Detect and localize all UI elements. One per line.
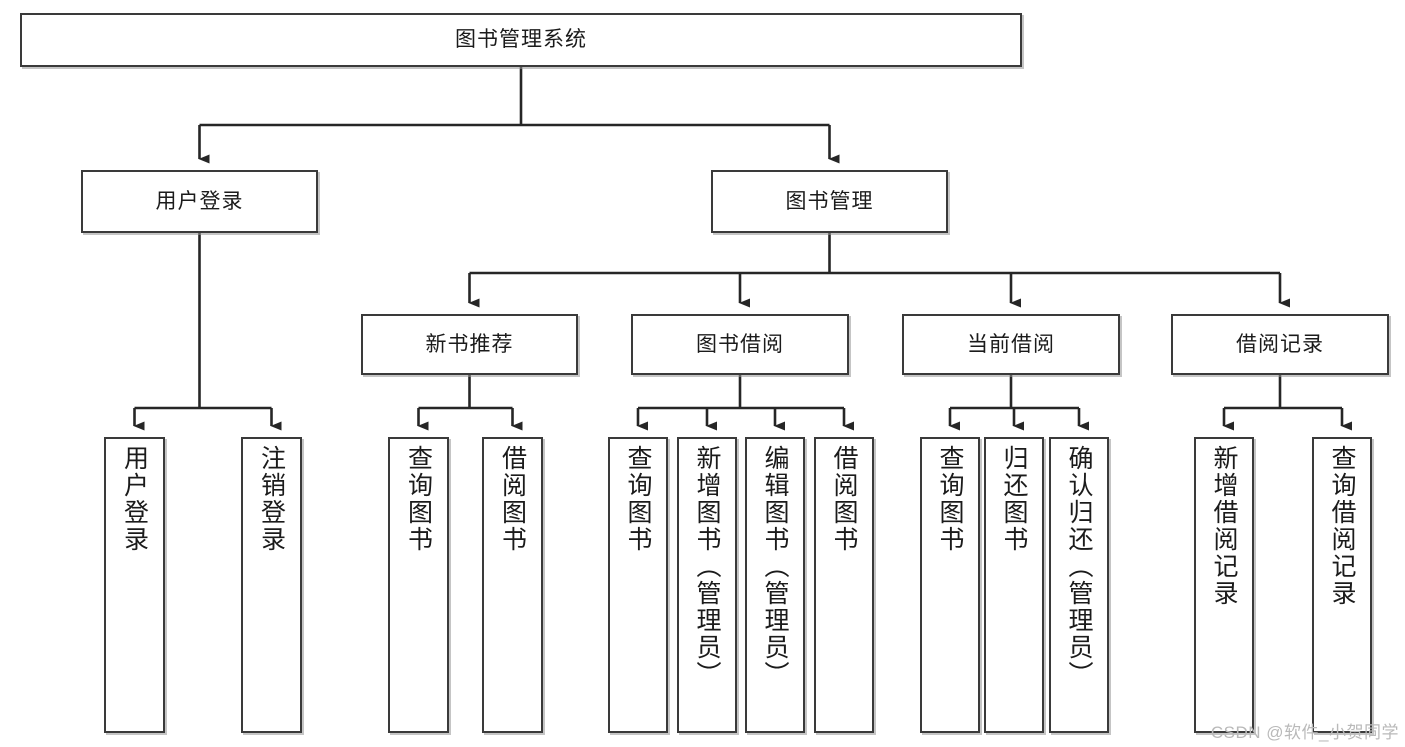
node-l3-newbook[interactable]: 新书推荐	[361, 314, 578, 375]
node-leaf-cur-confirm[interactable]: 确认归还（管理员）	[1049, 437, 1109, 733]
node-label: 用户登录	[120, 445, 149, 553]
node-label: 图书借阅	[696, 332, 784, 356]
node-leaf-cur-return[interactable]: 归还图书	[984, 437, 1044, 733]
node-label: 图书管理	[785, 189, 874, 213]
node-leaf-rec-query[interactable]: 查询借阅记录	[1312, 437, 1372, 733]
node-label: 确认归还（管理员）	[1065, 445, 1093, 688]
node-leaf-user-login[interactable]: 用户登录	[104, 437, 165, 733]
node-label: 查询图书	[624, 445, 652, 553]
node-leaf-user-logout[interactable]: 注销登录	[241, 437, 302, 733]
node-label: 新增借阅记录	[1210, 445, 1238, 607]
node-l2-user[interactable]: 用户登录	[81, 170, 318, 233]
node-leaf-new-borrow[interactable]: 借阅图书	[482, 437, 543, 733]
node-label: 查询图书	[936, 445, 964, 553]
watermark: CSDN @软件_小贺同学	[1210, 723, 1399, 742]
node-leaf-br-query[interactable]: 查询图书	[608, 437, 668, 733]
node-label: 新书推荐	[425, 332, 514, 356]
node-l2-book[interactable]: 图书管理	[711, 170, 948, 233]
node-label: 借阅记录	[1236, 332, 1324, 356]
node-label: 用户登录	[155, 189, 244, 213]
node-leaf-br-add[interactable]: 新增图书（管理员）	[677, 437, 737, 733]
node-root[interactable]: 图书管理系统	[20, 13, 1022, 67]
node-leaf-cur-query[interactable]: 查询图书	[920, 437, 980, 733]
node-label: 图书管理系统	[455, 28, 587, 52]
node-leaf-br-edit[interactable]: 编辑图书（管理员）	[745, 437, 805, 733]
node-label: 新增图书（管理员）	[693, 445, 721, 688]
node-l3-record[interactable]: 借阅记录	[1171, 314, 1389, 375]
node-leaf-new-query[interactable]: 查询图书	[388, 437, 449, 733]
node-label: 编辑图书（管理员）	[761, 445, 789, 688]
node-leaf-br-borrow[interactable]: 借阅图书	[814, 437, 874, 733]
node-label: 借阅图书	[830, 445, 858, 553]
node-label: 查询图书	[404, 445, 433, 553]
node-leaf-rec-add[interactable]: 新增借阅记录	[1194, 437, 1254, 733]
node-l3-current[interactable]: 当前借阅	[902, 314, 1120, 375]
node-label: 当前借阅	[967, 332, 1055, 356]
node-label: 注销登录	[257, 445, 286, 553]
node-label: 归还图书	[1000, 445, 1028, 553]
node-label: 借阅图书	[498, 445, 527, 553]
node-label: 查询借阅记录	[1328, 445, 1356, 607]
node-l3-borrow[interactable]: 图书借阅	[631, 314, 849, 375]
